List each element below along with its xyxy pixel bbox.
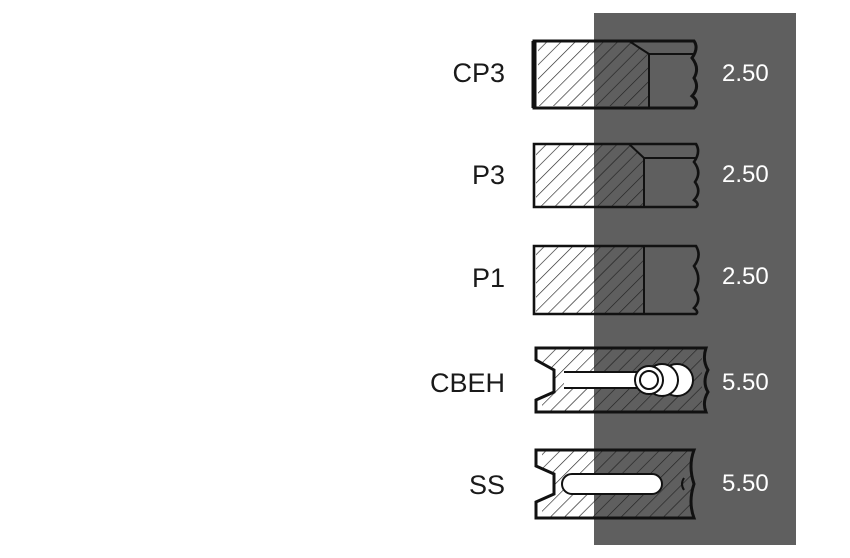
ring-profile-ss — [534, 448, 697, 520]
ring-value-cp3: 2.50 — [722, 60, 769, 87]
ring-value-p3: 2.50 — [722, 161, 769, 188]
ring-profile-cp3 — [531, 39, 699, 110]
ring-label-p3: P3 — [471, 160, 505, 190]
ring-value-cbeh: 5.50 — [722, 369, 769, 396]
ring-value-p1: 2.50 — [722, 263, 769, 290]
ring-profile-p3 — [532, 142, 700, 209]
ring-label-ss: SS — [468, 470, 505, 500]
ring-label-cbeh: CBEH — [429, 368, 505, 398]
ring-label-cp3: CP3 — [452, 58, 505, 88]
ring-profile-cbeh — [534, 346, 710, 414]
ring-value-ss: 5.50 — [722, 470, 769, 497]
ring-profile-p1 — [532, 244, 700, 316]
ring-label-p1: P1 — [471, 263, 505, 293]
